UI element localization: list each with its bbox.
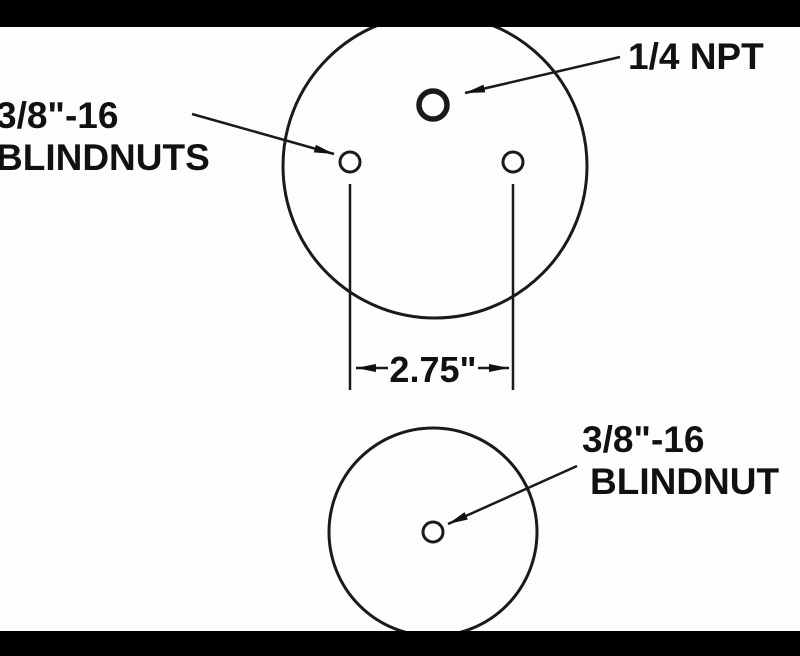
npt-port-hole [416,88,450,122]
blindnut-label-line1: 3/8"-16 [582,419,704,460]
npt-leader-arrow [464,55,621,95]
blindnut-leader-arrow [447,464,578,526]
left-blindnut-hole [338,150,362,174]
blindnuts-label-line2: BLINDNUTS [0,137,210,178]
blindnuts-leader-arrow [191,112,335,156]
npt-label: 1/4 NPT [628,36,764,77]
bottom-blindnut-hole [421,520,445,544]
top-plate-circle [281,12,589,320]
blindnuts-label-line1: 3/8"-16 [0,95,118,136]
right-blindnut-hole [501,150,525,174]
bottom-plate-circle [327,426,539,638]
top-letterbox-bar [0,0,800,27]
blindnut-label-line2: BLINDNUT [590,461,779,502]
bottom-letterbox-bar [0,631,800,656]
dimension-label: 2.75" [389,349,476,390]
